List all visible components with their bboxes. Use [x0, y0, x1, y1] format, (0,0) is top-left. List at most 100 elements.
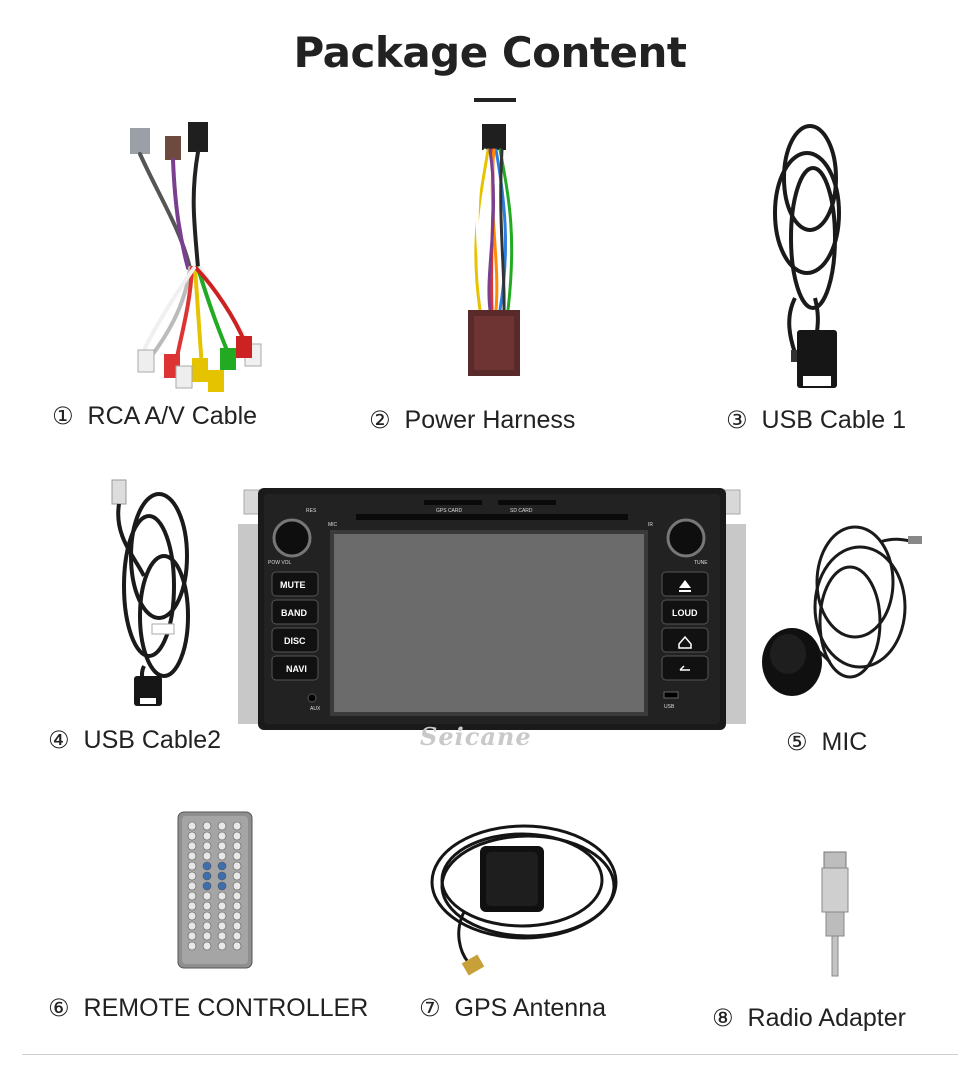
remote-key [217, 891, 227, 901]
remote-key [202, 921, 212, 931]
back-icon [679, 665, 690, 671]
remote-key [202, 891, 212, 901]
band-button-label: BAND [281, 608, 307, 618]
remote-key [232, 841, 242, 851]
remote-key [217, 921, 227, 931]
item-number: ⑧ [712, 1004, 734, 1032]
item-label-power-harness: ② Power Harness [369, 406, 575, 435]
remote-key [187, 891, 197, 901]
aux-label: AUX [310, 706, 321, 712]
navi-button-label: NAVI [286, 664, 307, 674]
ir-label: IR [648, 522, 653, 528]
item-text: Power Harness [404, 406, 576, 434]
remote-key [232, 941, 242, 951]
usb-cable-2-image [111, 479, 190, 706]
remote-key [217, 931, 227, 941]
page-title: Package Content [293, 28, 687, 77]
item-number: ① [52, 402, 74, 430]
disc-button-label: DISC [284, 636, 306, 646]
item-number: ⑥ [48, 994, 70, 1022]
item-text: RCA A/V Cable [87, 402, 258, 430]
remote-key [217, 911, 227, 921]
remote-key [232, 901, 242, 911]
power-harness-image [468, 124, 520, 376]
remote-key [187, 871, 197, 881]
remote-buttons [187, 821, 242, 951]
watermark: Seicane [420, 722, 532, 751]
remote-key [232, 931, 242, 941]
remote-key [217, 841, 227, 851]
footer-divider [22, 1054, 958, 1055]
remote-key [187, 841, 197, 851]
gps-card-label: GPS CARD [436, 508, 463, 514]
remote-key [217, 901, 227, 911]
item-text: Radio Adapter [747, 1004, 906, 1032]
remote-key [202, 941, 212, 951]
item-label-gps-antenna: ⑦ GPS Antenna [419, 994, 606, 1023]
remote-key [187, 931, 197, 941]
pow-vol-label: POW VOL [268, 560, 292, 566]
loud-button-label: LOUD [672, 608, 698, 618]
item-number: ⑤ [786, 728, 808, 756]
remote-key [217, 861, 227, 871]
res-label: RES [306, 508, 317, 514]
item-number: ④ [48, 726, 70, 754]
sd-card-label: SD CARD [510, 508, 533, 514]
remote-key [202, 861, 212, 871]
remote-controller-image [177, 811, 253, 969]
title-underline [474, 98, 516, 102]
remote-key [202, 931, 212, 941]
remote-key [232, 831, 242, 841]
remote-key [232, 911, 242, 921]
remote-key [232, 921, 242, 931]
remote-key [187, 881, 197, 891]
remote-key [187, 861, 197, 871]
item-text: MIC [821, 728, 868, 756]
remote-key [217, 851, 227, 861]
remote-key [232, 881, 242, 891]
item-number: ② [369, 406, 391, 434]
remote-key [202, 831, 212, 841]
remote-key [232, 821, 242, 831]
remote-key [187, 921, 197, 931]
item-text: USB Cable2 [83, 726, 222, 754]
remote-key [232, 871, 242, 881]
radio-adapter-image [821, 851, 849, 977]
item-text: GPS Antenna [454, 994, 607, 1022]
item-number: ⑦ [419, 994, 441, 1022]
item-label-usb-cable-2: ④ USB Cable2 [48, 726, 221, 755]
remote-key [202, 911, 212, 921]
remote-key [232, 851, 242, 861]
remote-key [217, 871, 227, 881]
eject-icon [679, 580, 691, 588]
item-number: ③ [726, 406, 748, 434]
remote-key [202, 881, 212, 891]
remote-key [232, 891, 242, 901]
usb-label: USB [664, 704, 675, 710]
remote-key [187, 851, 197, 861]
item-label-mic: ⑤ MIC [786, 728, 867, 757]
remote-key [202, 821, 212, 831]
remote-key [202, 901, 212, 911]
tune-label: TUNE [694, 560, 708, 566]
remote-key [187, 941, 197, 951]
remote-key [187, 831, 197, 841]
rca-cable-image [130, 122, 262, 392]
item-label-rca-cable: ① RCA A/V Cable [52, 402, 257, 431]
head-unit-image: GPS CARD SD CARD RES MIC IR POW VOL TUNE… [238, 488, 746, 730]
remote-key [217, 881, 227, 891]
remote-key [187, 901, 197, 911]
mic-image [762, 525, 922, 696]
remote-key [187, 821, 197, 831]
remote-key [232, 861, 242, 871]
remote-key [202, 841, 212, 851]
remote-key [202, 871, 212, 881]
item-label-radio-adapter: ⑧ Radio Adapter [712, 1004, 906, 1033]
item-text: REMOTE CONTROLLER [83, 994, 369, 1022]
item-label-remote-controller: ⑥ REMOTE CONTROLLER [48, 994, 368, 1023]
remote-key [217, 831, 227, 841]
remote-key [217, 941, 227, 951]
remote-key [217, 821, 227, 831]
mic-label: MIC [328, 522, 338, 528]
